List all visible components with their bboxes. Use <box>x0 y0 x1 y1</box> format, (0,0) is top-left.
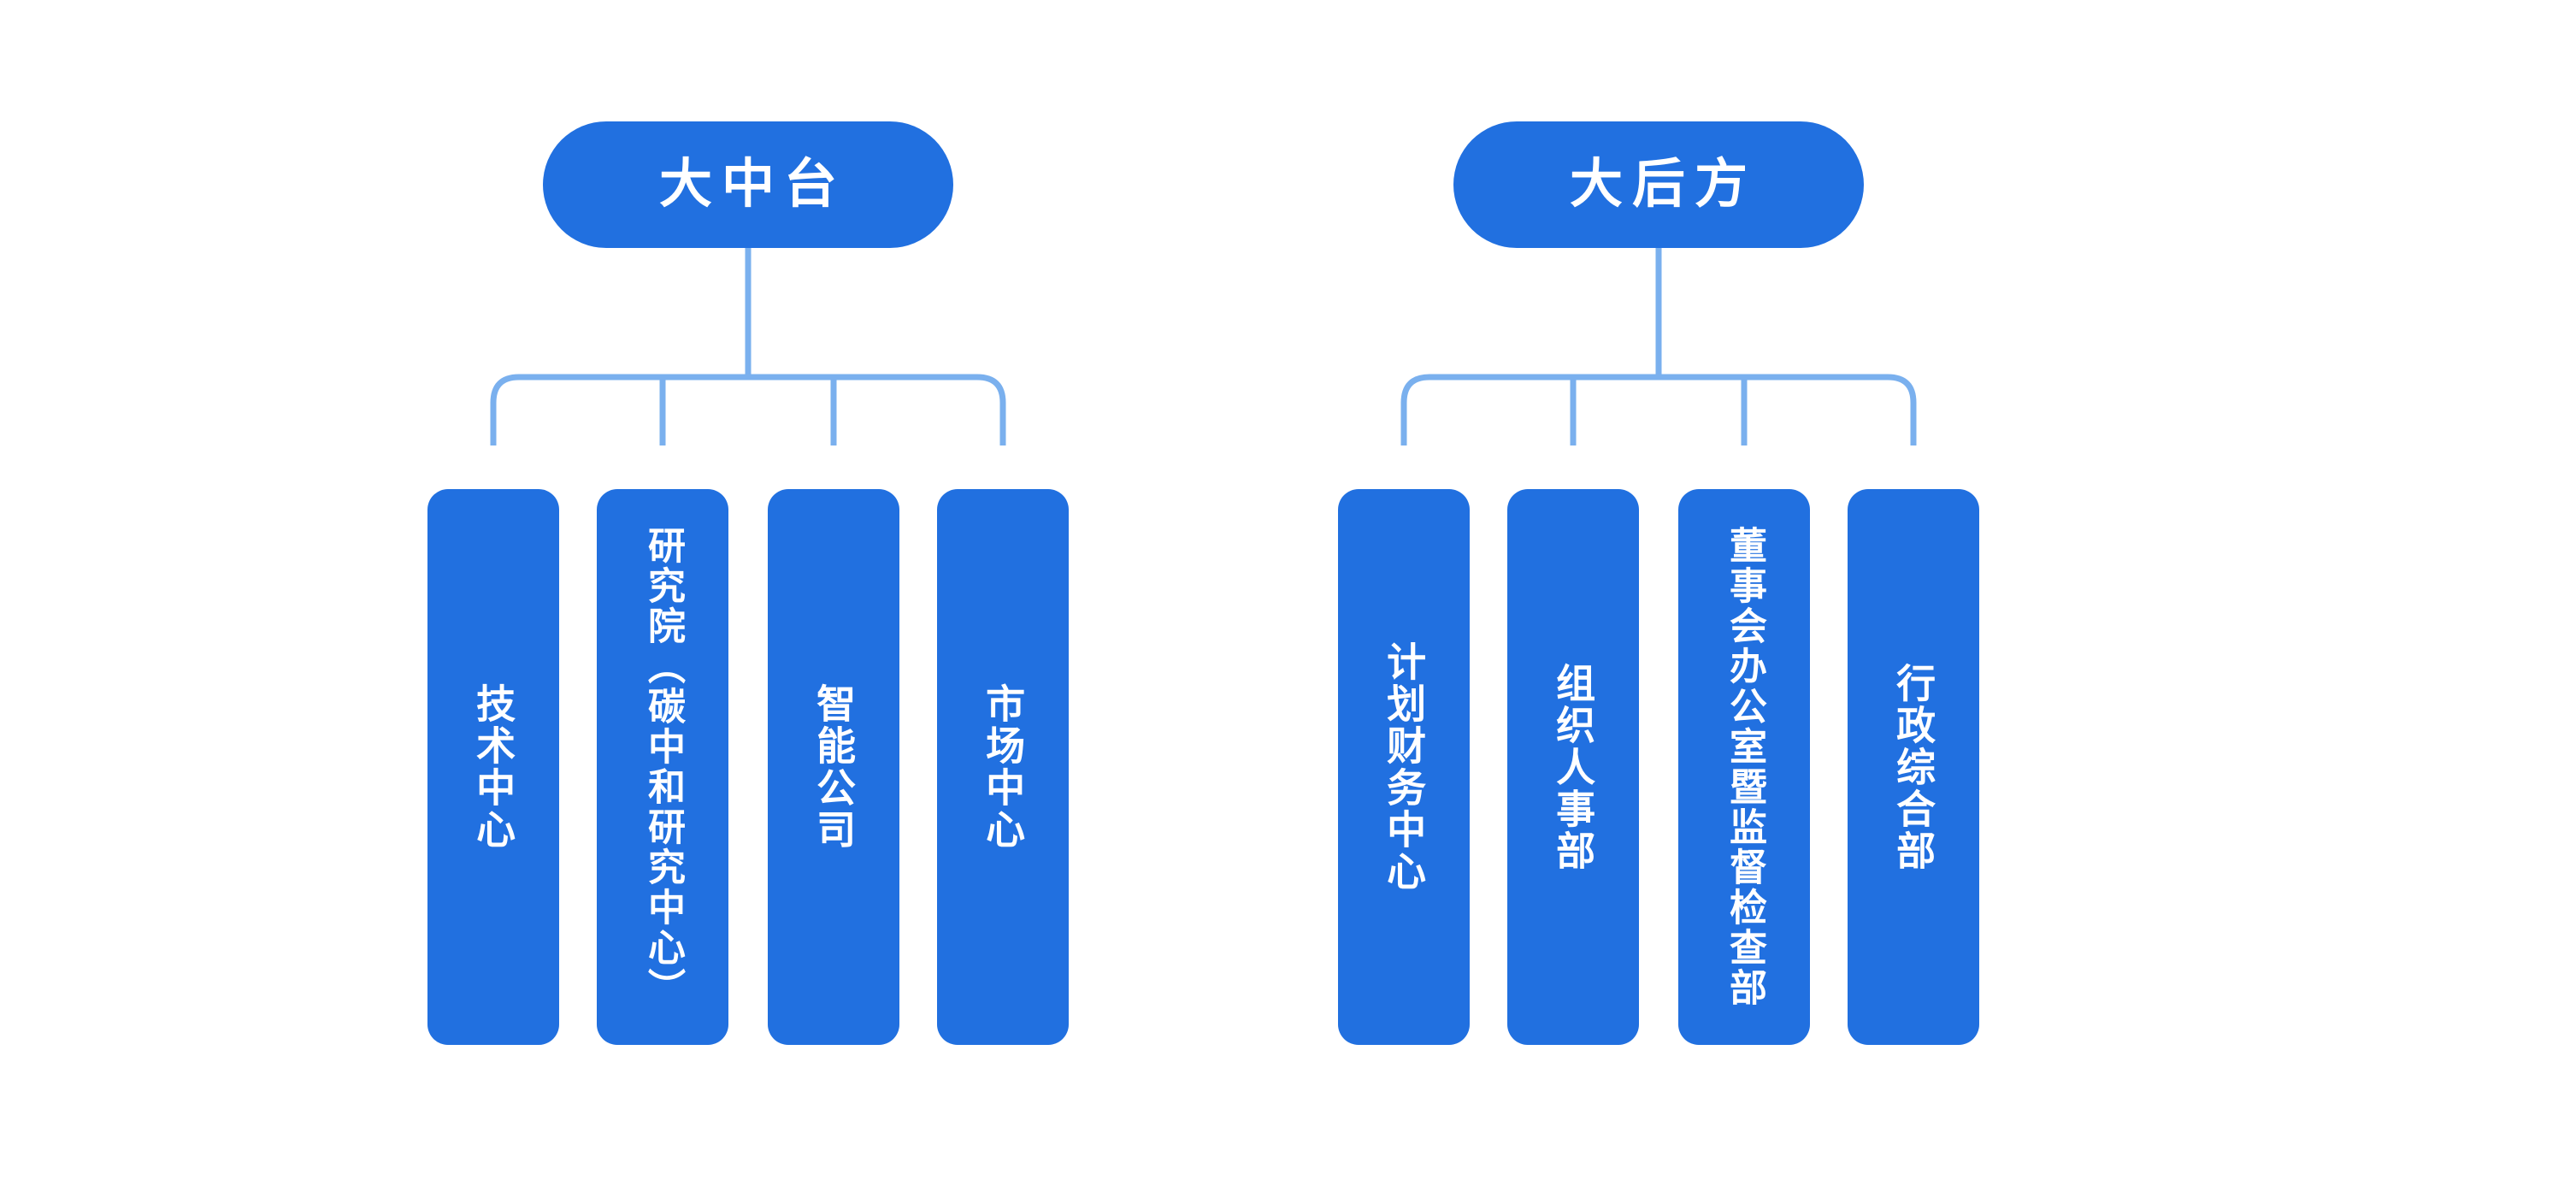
child-node-label: 行政综合部 <box>1891 662 1936 872</box>
org-group-da-zhong-tai: 大中台 技术中心 研究院（碳中和研究中心） 智能公司 市场中心 <box>410 0 1351 1186</box>
child-node-label: 研究院（碳中和研究中心） <box>641 526 684 1008</box>
child-node-label: 技术中心 <box>471 683 516 851</box>
child-node-label: 计划财务中心 <box>1382 641 1427 893</box>
parent-node-label: 大后方 <box>1569 155 1757 214</box>
connector-branch-bar <box>490 374 1006 445</box>
child-node-label: 组织人事部 <box>1551 662 1596 872</box>
child-node-label: 市场中心 <box>981 683 1026 851</box>
org-group-da-hou-fang: 大后方 计划财务中心 组织人事部 董事会办公室暨监督检查部 行政综合部 <box>1321 0 2261 1186</box>
parent-node-da-zhong-tai[interactable]: 大中台 <box>543 121 953 248</box>
connector-branch-bar <box>1400 374 1917 445</box>
child-node-ji-shu-zhong-xin[interactable]: 技术中心 <box>427 489 559 1045</box>
child-node-label: 智能公司 <box>811 683 857 851</box>
child-node-zu-zhi-ren-shi-bu[interactable]: 组织人事部 <box>1507 489 1639 1045</box>
child-node-shi-chang-zhong-xin[interactable]: 市场中心 <box>937 489 1069 1045</box>
child-node-dong-shi-hui-ban-gong-shi[interactable]: 董事会办公室暨监督检查部 <box>1678 489 1810 1045</box>
child-node-zhi-neng-gong-si[interactable]: 智能公司 <box>768 489 899 1045</box>
child-node-yan-jiu-yuan[interactable]: 研究院（碳中和研究中心） <box>597 489 728 1045</box>
parent-node-da-hou-fang[interactable]: 大后方 <box>1453 121 1864 248</box>
child-node-label: 董事会办公室暨监督检查部 <box>1723 526 1765 1008</box>
child-node-xing-zheng-zong-he-bu[interactable]: 行政综合部 <box>1848 489 1979 1045</box>
child-node-ji-hua-cai-wu-zhong-xin[interactable]: 计划财务中心 <box>1338 489 1470 1045</box>
parent-node-label: 大中台 <box>658 155 846 214</box>
